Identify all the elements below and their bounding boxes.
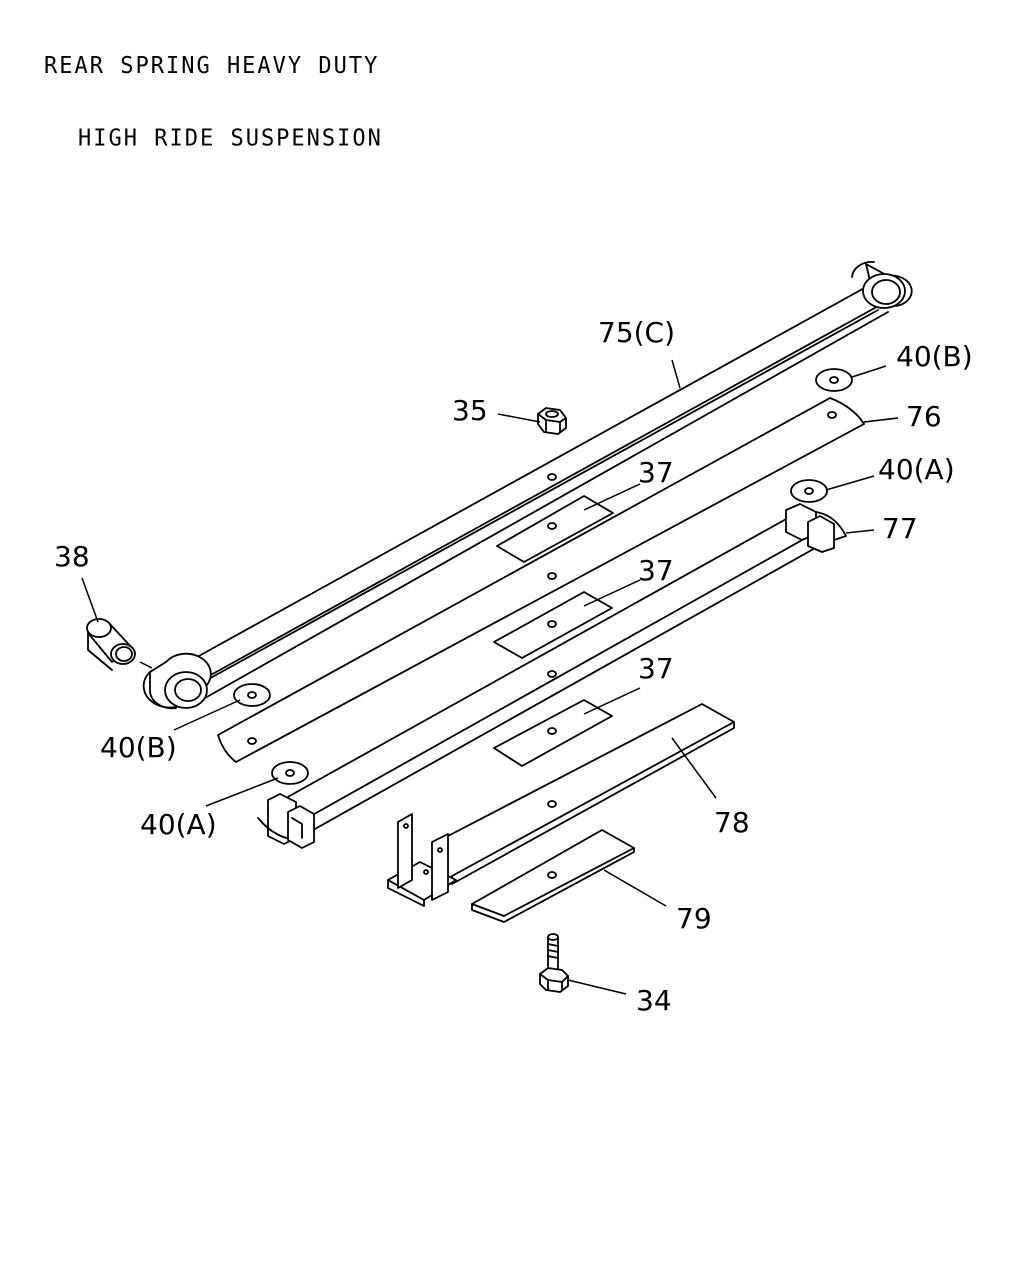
bushing-38: [86, 618, 153, 671]
main-leaf-75c: [142, 261, 913, 710]
nut-35: [537, 407, 567, 435]
leader-lines: [81, 359, 899, 995]
liner-37-mid: [493, 591, 613, 659]
callout-35: 35: [452, 394, 488, 427]
callout-40a-top: 40(A): [878, 453, 955, 486]
liner-37-low: [493, 699, 613, 767]
callout-76: 76: [906, 400, 942, 433]
callout-38: 38: [54, 540, 90, 573]
title-line-2: HIGH RIDE SUSPENSION: [78, 125, 383, 152]
washer-40b-top: [815, 368, 853, 392]
callout-78: 78: [714, 806, 750, 839]
washer-40a-left: [271, 761, 309, 785]
callout-77: 77: [882, 512, 918, 545]
callout-75c: 75(C): [598, 316, 675, 349]
callout-37-mid: 37: [638, 554, 674, 587]
spacer-plate-78: [387, 703, 735, 907]
washer-40a-top: [790, 479, 828, 503]
washer-40b-left: [233, 683, 271, 707]
diagram-title: REAR SPRING HEAVY DUTY HIGH RIDE SUSPENS…: [44, 6, 383, 175]
callout-34: 34: [636, 984, 672, 1017]
callout-79: 79: [676, 902, 712, 935]
callout-40b-top: 40(B): [896, 340, 973, 373]
callout-37-top: 37: [638, 456, 674, 489]
bolt-34: [539, 933, 569, 993]
title-line-1: REAR SPRING HEAVY DUTY: [44, 53, 380, 80]
liner-37-top: [496, 495, 614, 563]
callout-labels: 75(C) 40(B) 35 76 40(A) 37 77 38 37 37 4…: [54, 316, 973, 1017]
lower-plate-79: [471, 829, 635, 923]
callout-40a-left: 40(A): [140, 808, 217, 841]
callout-37-low: 37: [638, 652, 674, 685]
leaf-76: [217, 397, 865, 763]
callout-40b-left: 40(B): [100, 731, 177, 764]
leaf-77: [257, 503, 847, 849]
